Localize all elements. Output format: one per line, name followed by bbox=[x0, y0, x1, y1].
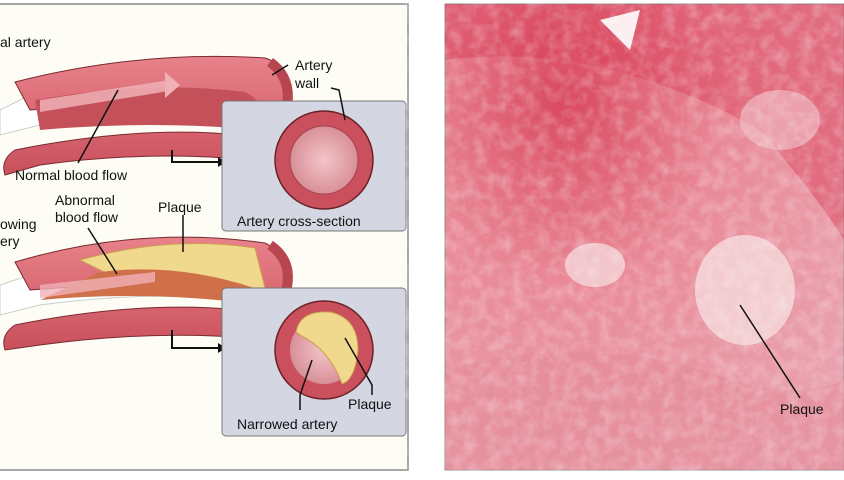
narrowing-artery-label-line1: owing bbox=[0, 216, 37, 232]
plaque-pointer-line bbox=[739, 304, 801, 399]
histology-micrograph-panel: Plaque bbox=[444, 3, 844, 471]
normal-blood-flow-label: Normal blood flow bbox=[15, 167, 128, 183]
artery-cross-section-box: Artery cross-section bbox=[221, 87, 407, 232]
narrowed-artery-illustration bbox=[0, 215, 293, 353]
plaque-label-top: Plaque bbox=[158, 199, 202, 215]
abnormal-blood-flow-label-line1: Abnormal bbox=[55, 192, 115, 208]
artery-wall-label-line2: wall bbox=[294, 75, 319, 91]
narrowed-artery-label: Narrowed artery bbox=[237, 416, 337, 432]
narrowing-artery-label-line2: ery bbox=[0, 233, 19, 249]
normal-artery-label: al artery bbox=[0, 34, 51, 50]
artery-cross-section-label: Artery cross-section bbox=[237, 213, 361, 229]
narrowed-cross-section-box: Plaque Narrowed artery bbox=[221, 287, 407, 437]
artery-diagram-panel: al artery Artery wall Normal blood flow … bbox=[0, 3, 409, 471]
artery-wall-label-line1: Artery bbox=[295, 57, 332, 73]
plaque-label-cross-section: Plaque bbox=[348, 396, 392, 412]
plaque-label-micrograph: Plaque bbox=[780, 401, 824, 417]
abnormal-blood-flow-label-line2: blood flow bbox=[55, 209, 119, 225]
